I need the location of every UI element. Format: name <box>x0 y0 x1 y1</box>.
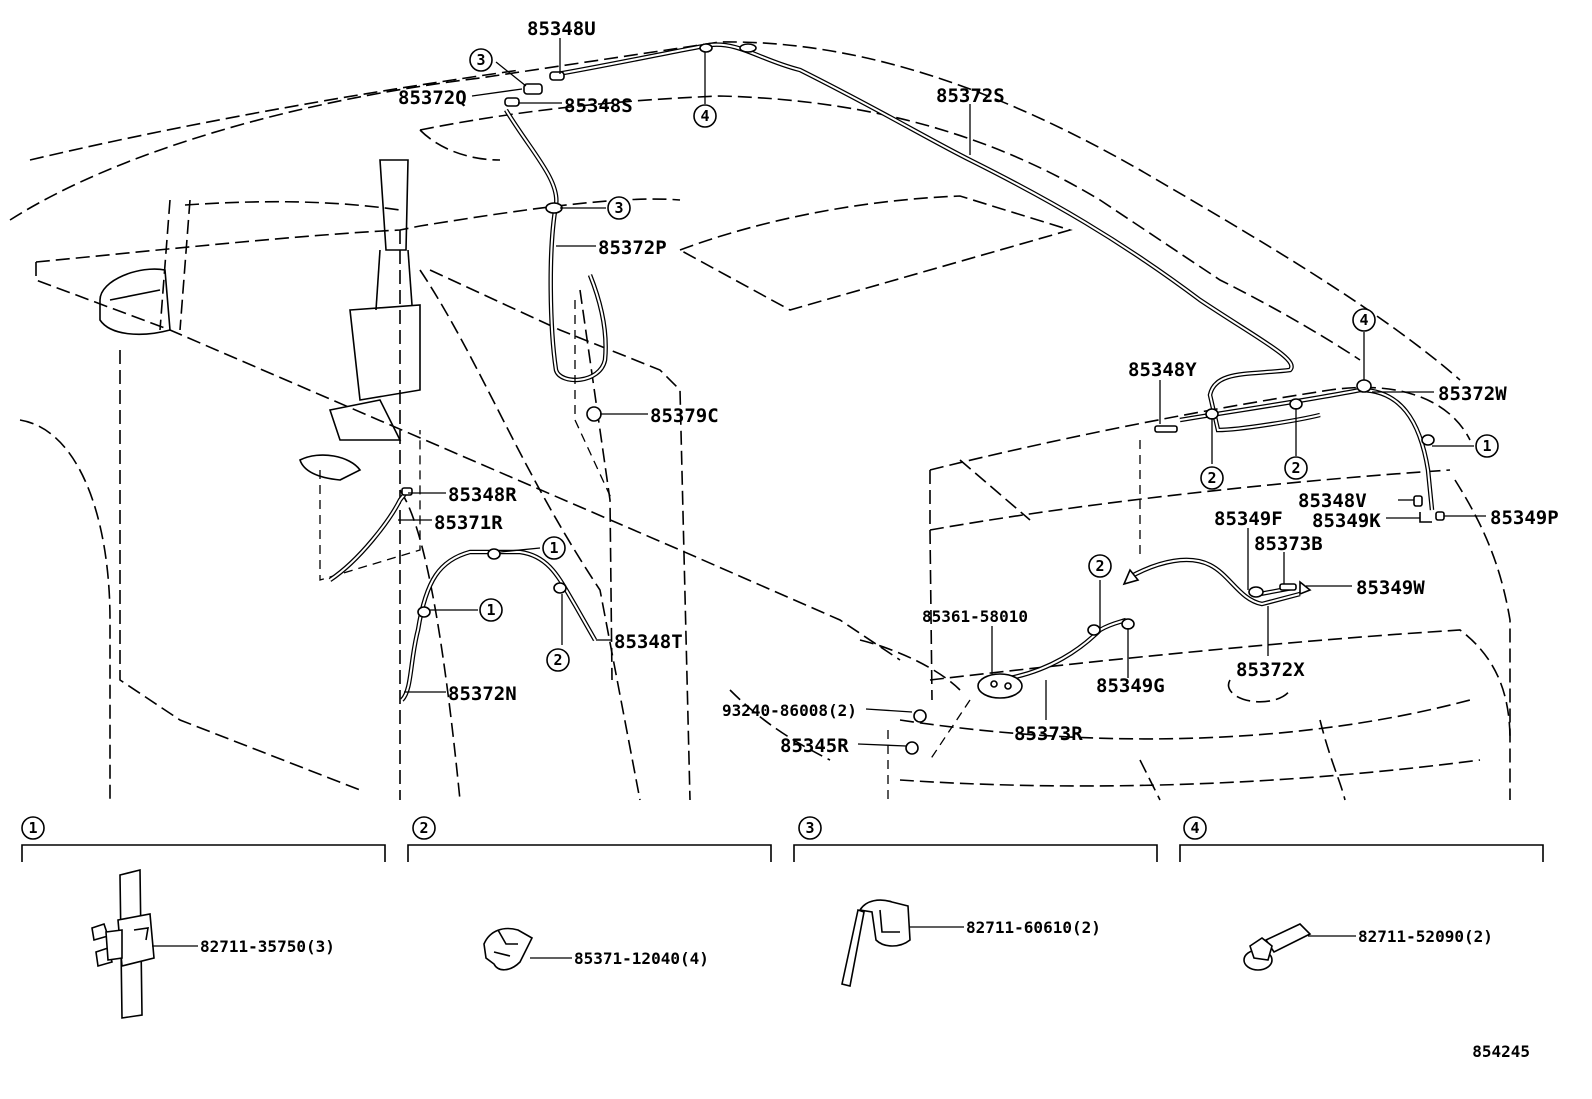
svg-text:1: 1 <box>1482 437 1491 455</box>
callout-3-pillar: 3 <box>607 196 631 220</box>
callout-2-door: 2 <box>546 648 570 672</box>
svg-text:2: 2 <box>1291 459 1300 477</box>
label-85372P: 85372P <box>598 237 667 259</box>
label-85349G: 85349G <box>1096 675 1165 697</box>
svg-text:4: 4 <box>700 107 709 125</box>
callout-1-rear: 1 <box>1475 434 1499 458</box>
clip-85371-12040-icon <box>483 927 534 971</box>
svg-text:3: 3 <box>476 51 485 69</box>
legend-number: 1 <box>28 819 37 837</box>
label-85379C: 85379C <box>650 405 719 427</box>
callout-4-roof: 4 <box>693 104 717 128</box>
legend-part-82711-35750: 82711-35750(3) <box>200 937 335 956</box>
callout-4-rear: 4 <box>1352 308 1376 332</box>
label-85372S: 85372S <box>936 85 1005 107</box>
label-85345R: 85345R <box>780 735 849 757</box>
label-85348S: 85348S <box>564 95 633 117</box>
callout-3-front: 3 <box>469 48 493 72</box>
legend-part-82711-60610: 82711-60610(2) <box>966 918 1101 937</box>
label-85348U: 85348U <box>527 18 596 40</box>
label-85372W: 85372W <box>1438 383 1507 405</box>
label-85372N: 85372N <box>448 683 517 705</box>
label-85373R: 85373R <box>1014 723 1083 745</box>
label-85348R: 85348R <box>448 484 517 506</box>
svg-text:1: 1 <box>486 601 495 619</box>
callout-1-door-upper: 1 <box>542 536 566 560</box>
label-85348Y: 85348Y <box>1128 359 1197 381</box>
callout-2-rear-right: 2 <box>1284 456 1308 480</box>
clip-82711-60610-icon <box>841 899 911 987</box>
part-labels: 85348U 85372Q 85348S 85372S 85372P 85379… <box>398 18 1559 757</box>
side-mirror <box>99 268 171 336</box>
legend-panel-4: 4 82711-52090(2) <box>1179 816 1544 971</box>
label-85349P: 85349P <box>1490 507 1559 529</box>
svg-text:3: 3 <box>614 199 623 217</box>
small-parts <box>401 43 1445 755</box>
svg-text:4: 4 <box>1359 311 1368 329</box>
svg-text:1: 1 <box>549 539 558 557</box>
legend-number: 2 <box>419 819 428 837</box>
legend-part-82711-52090: 82711-52090(2) <box>1358 927 1493 946</box>
legend-part-85371-12040: 85371-12040(4) <box>574 949 709 968</box>
callout-2-rear-left: 2 <box>1200 466 1224 490</box>
diagram-reference-number: 854245 <box>1472 1042 1530 1061</box>
label-85349F: 85349F <box>1214 508 1283 530</box>
legend-number: 4 <box>1190 819 1199 837</box>
label-85361-58010: 85361-58010 <box>922 607 1028 626</box>
legend-number: 3 <box>805 819 814 837</box>
label-85349K: 85349K <box>1312 510 1381 532</box>
label-85348V: 85348V <box>1298 490 1367 512</box>
leader-lines <box>398 38 1486 747</box>
legend-panel-1: 1 82711-35750(3) <box>21 816 386 1019</box>
label-85372Q: 85372Q <box>398 87 467 109</box>
legend-panel-2: 2 85371-12040(4) <box>407 816 772 971</box>
callout-circles: 3 4 3 1 1 2 4 1 <box>469 48 1499 672</box>
label-85371R: 85371R <box>434 512 503 534</box>
label-85348T: 85348T <box>614 631 683 653</box>
svg-text:2: 2 <box>553 651 562 669</box>
svg-text:2: 2 <box>1207 469 1216 487</box>
clip-82711-35750-icon <box>91 868 155 1019</box>
label-85373B: 85373B <box>1254 533 1323 555</box>
washer-reservoir <box>299 159 421 581</box>
label-93240-86008: 93240-86008(2) <box>722 701 857 720</box>
callout-1-door-lower: 1 <box>479 598 503 622</box>
clip-82711-52090-icon <box>1243 923 1312 971</box>
svg-text:2: 2 <box>1095 557 1104 575</box>
label-85349W: 85349W <box>1356 577 1425 599</box>
vehicle-body-outline <box>9 41 1511 801</box>
label-85372X: 85372X <box>1236 659 1305 681</box>
legend-panel-3: 3 82711-60610(2) <box>793 816 1158 987</box>
callout-2-hatch: 2 <box>1088 554 1112 578</box>
